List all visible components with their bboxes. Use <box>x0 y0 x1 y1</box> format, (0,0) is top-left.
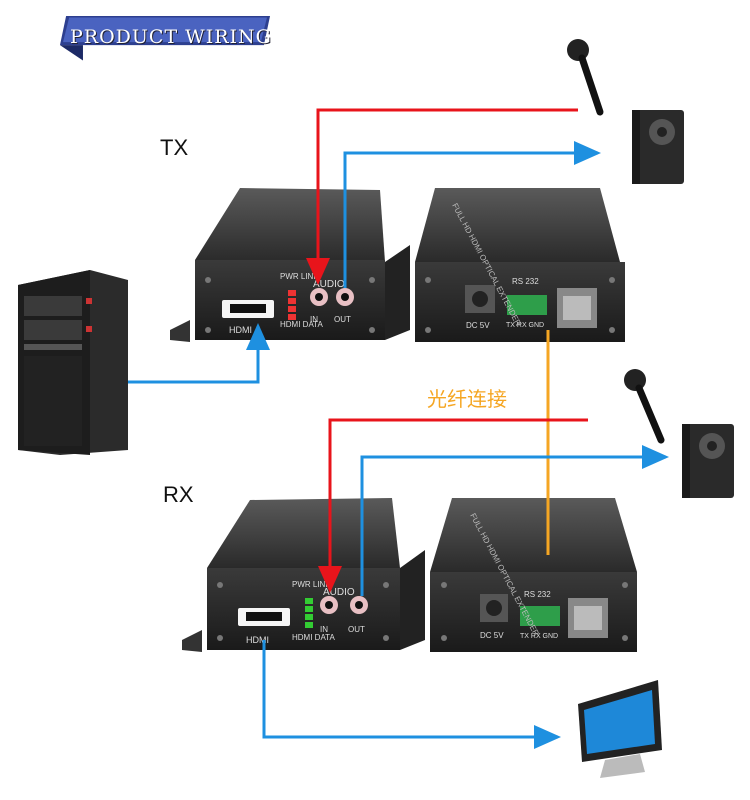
rx-hdmi-label: HDMI <box>246 635 269 645</box>
rx-receiver-unit <box>182 498 637 652</box>
rx-rs232-label: RS 232 <box>524 590 551 599</box>
pc-hdmi-wire <box>128 323 270 384</box>
speaker-icon <box>632 110 684 184</box>
rx-rs232-pins-label: TX RX GND <box>520 633 558 640</box>
tx-dc-label: DC 5V <box>466 321 490 330</box>
monitor-icon <box>578 680 662 778</box>
rx-pwr-link-label: PWR LINK <box>292 580 331 589</box>
tx-rs232-label: RS 232 <box>512 277 539 286</box>
microphone-icon <box>567 39 604 116</box>
tx-audio-out-wire <box>343 141 601 288</box>
rx-hdmi-monitor-wire <box>262 640 561 749</box>
rx-hdmi-data-label: HDMI DATA <box>292 633 335 642</box>
tx-hdmi-data-label: HDMI DATA <box>280 320 323 329</box>
speaker-icon <box>682 424 734 498</box>
rx-audio-in-wire <box>318 418 588 593</box>
rx-out-label: OUT <box>348 625 365 634</box>
rx-dc-label: DC 5V <box>480 631 504 640</box>
title-banner <box>59 16 271 61</box>
tx-transmitter-unit <box>170 188 625 342</box>
rx-label: RX <box>163 482 194 507</box>
tx-out-label: OUT <box>334 315 351 324</box>
rx-audio-out-wire <box>360 445 669 596</box>
tx-audio-in-wire <box>306 108 578 285</box>
tx-in-label: IN <box>310 315 318 324</box>
rx-in-label: IN <box>320 625 328 634</box>
tx-label: TX <box>160 135 189 160</box>
rx-audio-label: AUDIO <box>323 587 355 598</box>
tx-rs232-pins-label: TX RX GND <box>506 322 544 329</box>
tx-pwr-link-label: PWR LINK <box>280 272 319 281</box>
fiber-connection-label: 光纤连接 <box>427 387 507 411</box>
tx-hdmi-label: HDMI <box>229 325 252 335</box>
banner-title: PRODUCT WIRING <box>70 26 272 48</box>
computer-tower-icon <box>18 270 128 455</box>
microphone-icon <box>624 369 665 444</box>
